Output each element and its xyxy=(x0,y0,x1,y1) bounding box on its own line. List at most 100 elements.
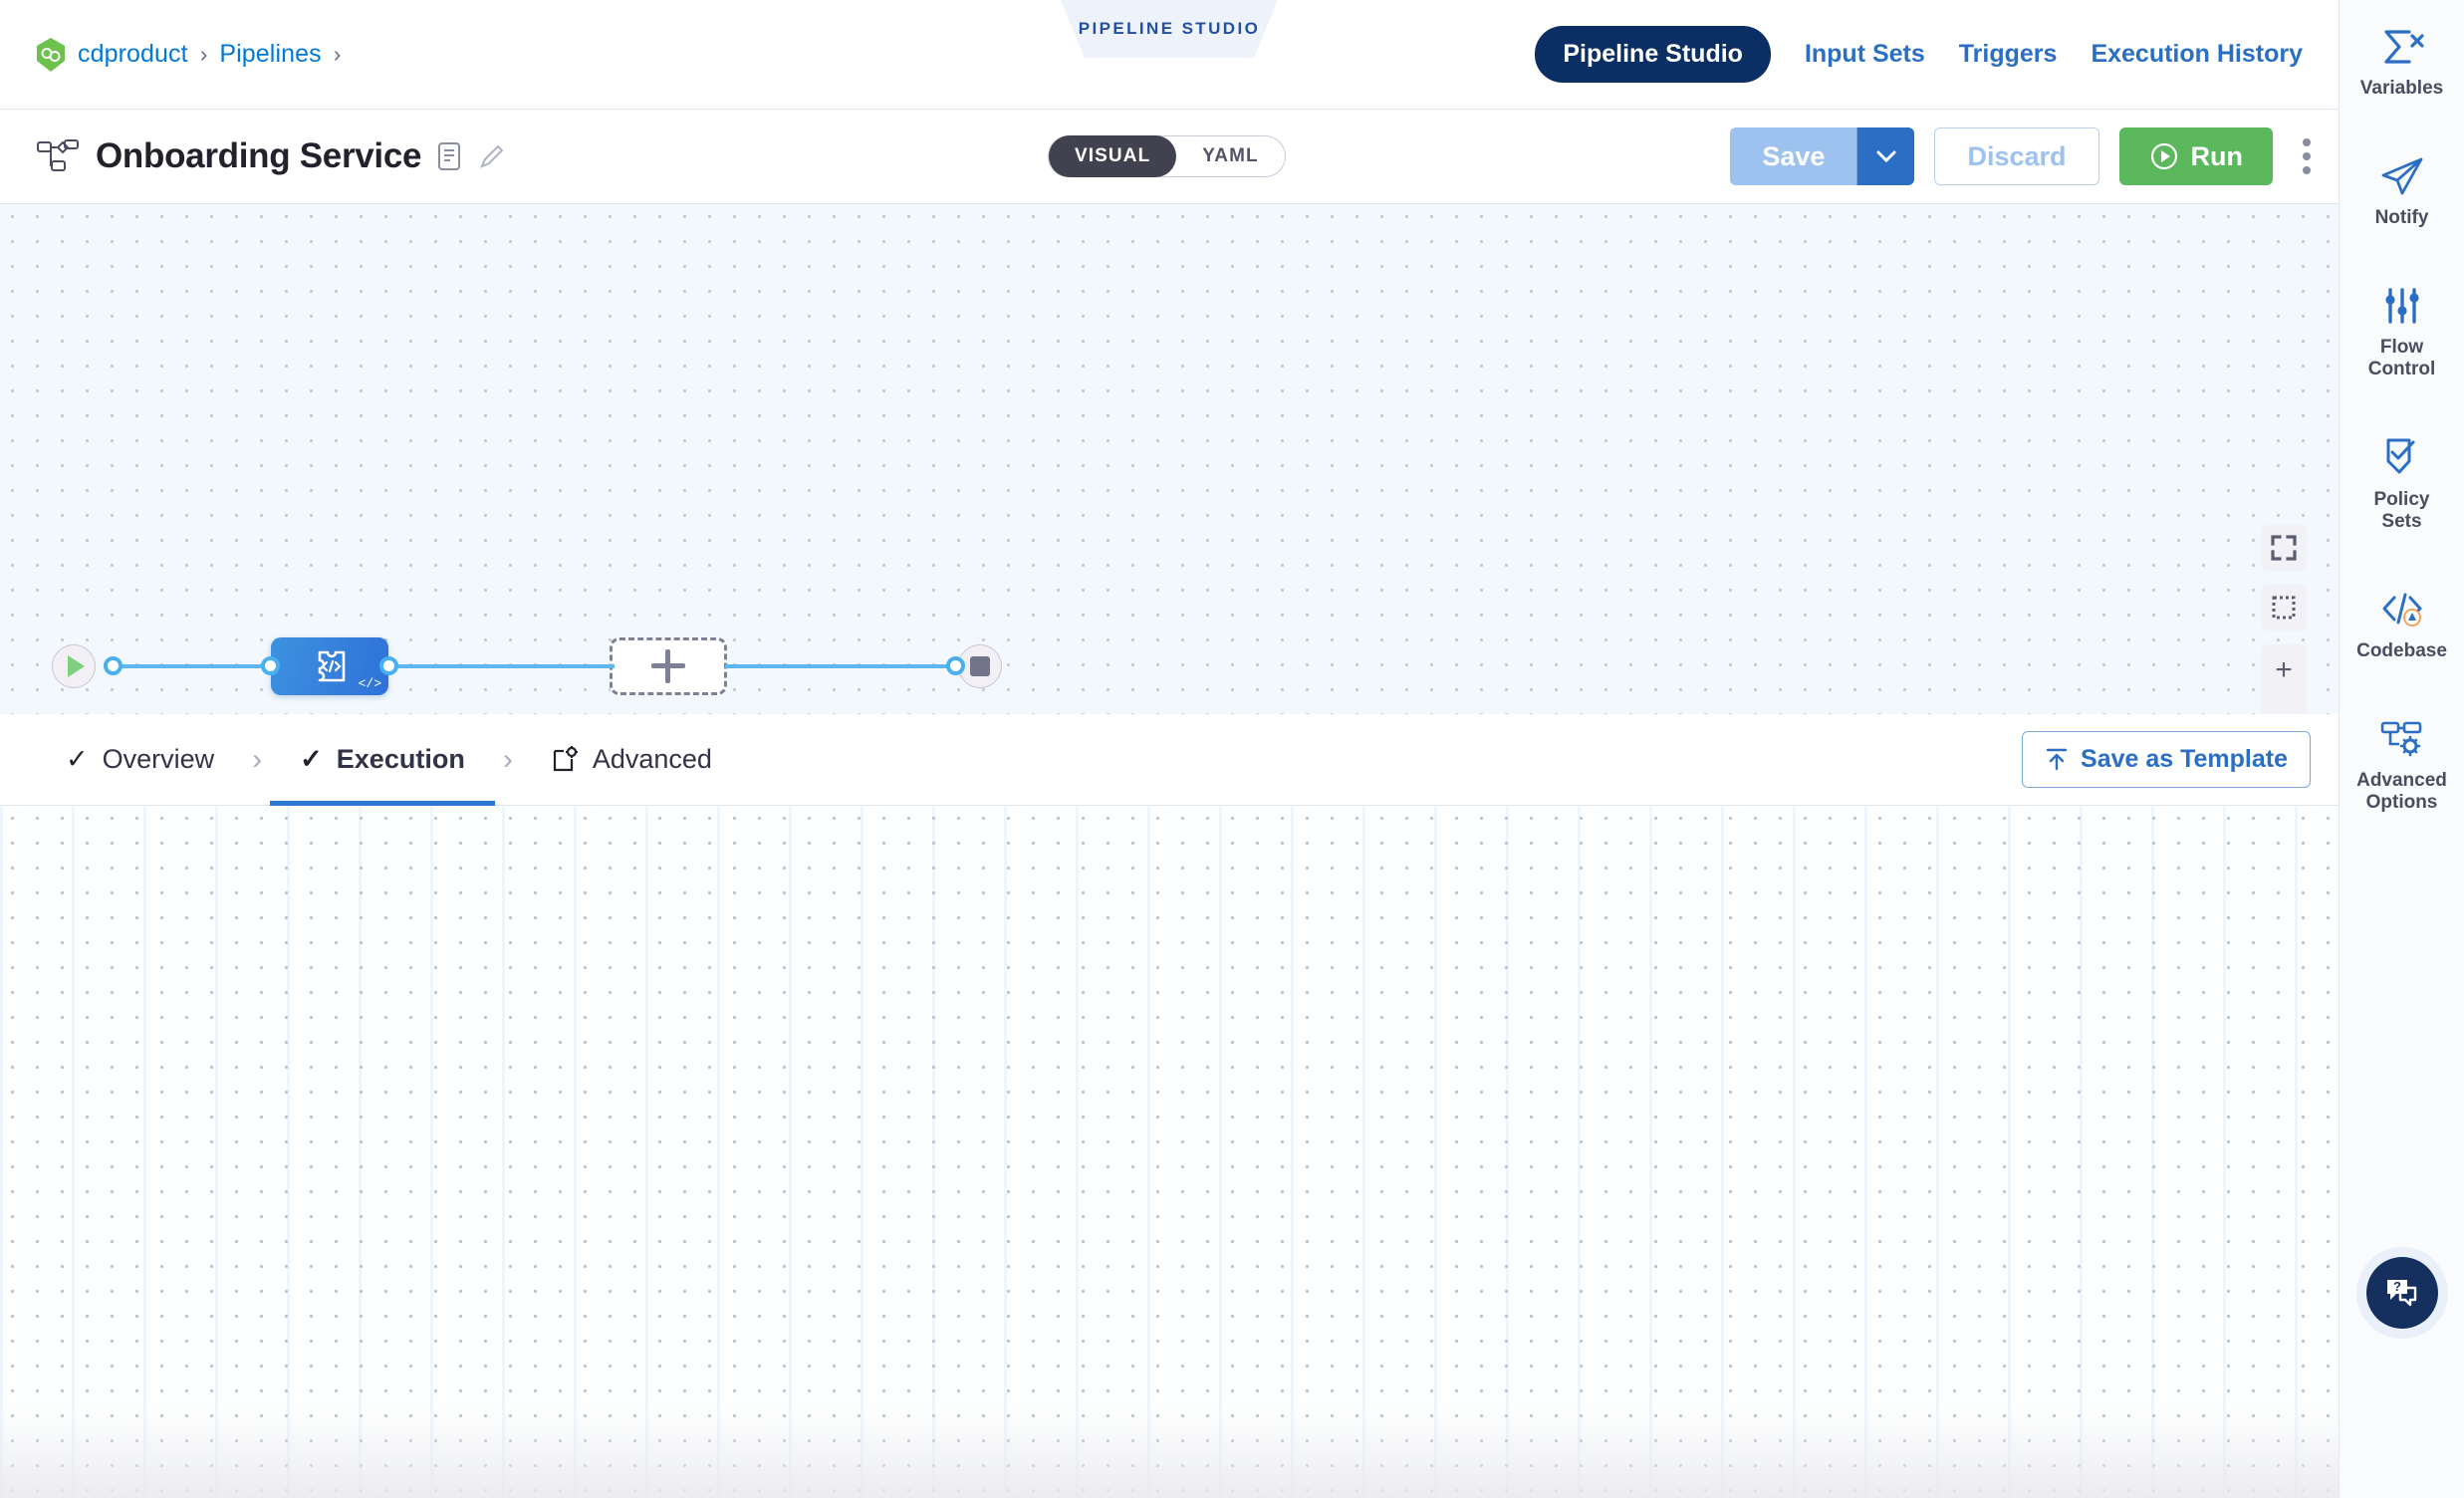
breadcrumb-item-cdproduct[interactable]: cdproduct xyxy=(78,40,188,68)
execution-check-icon: ✓ xyxy=(300,744,323,774)
rail-item-flow-control[interactable]: Flow Control xyxy=(2340,285,2464,380)
stage-canvas[interactable]: </> Create and Update Service Add Stage xyxy=(0,204,2339,714)
tab-overview-label: Overview xyxy=(102,744,215,774)
rail-label-flow-control: Flow Control xyxy=(2368,337,2436,380)
tab-advanced[interactable]: Advanced xyxy=(521,714,742,806)
sigma-x-icon xyxy=(2383,30,2424,64)
chevron-down-icon xyxy=(1876,150,1896,163)
toggle-option-visual[interactable]: VISUAL xyxy=(1049,135,1177,177)
selection-box-icon xyxy=(2272,596,2296,620)
stage-subtab-bar: ✓ Overview › ✓ Execution › Advanced xyxy=(0,714,2339,806)
subtab-separator-2: › xyxy=(502,742,513,776)
breadcrumb-separator: › xyxy=(199,41,208,67)
selection-box-button[interactable] xyxy=(2261,585,2307,630)
save-dropdown-button[interactable] xyxy=(1856,127,1915,185)
tab-advanced-label: Advanced xyxy=(592,744,712,774)
advanced-gear-icon xyxy=(553,745,578,771)
visual-yaml-toggle[interactable]: VISUAL YAML xyxy=(1048,135,1286,177)
svg-text:?: ? xyxy=(2393,1279,2401,1294)
save-button-group: Save xyxy=(1730,127,1915,185)
add-stage-button[interactable] xyxy=(610,637,727,695)
play-circle-icon xyxy=(2150,142,2177,170)
link-stage-to-addstage xyxy=(389,664,615,668)
save-as-template-button[interactable]: Save as Template xyxy=(2022,731,2311,788)
play-icon xyxy=(68,655,85,677)
pipeline-nodes-icon xyxy=(37,139,79,171)
rail-label-codebase: Codebase xyxy=(2356,640,2447,662)
pipeline-studio-banner-label: PIPELINE STUDIO xyxy=(1078,19,1261,38)
rail-item-policy-sets[interactable]: Policy Sets xyxy=(2340,435,2464,533)
rail-label-flow: Flow xyxy=(2379,336,2424,358)
stop-icon xyxy=(970,656,990,676)
run-button[interactable]: Run xyxy=(2118,127,2273,185)
tab-overview[interactable]: ✓ Overview xyxy=(36,714,244,806)
rail-label-notify: Notify xyxy=(2374,206,2429,228)
pencil-icon[interactable] xyxy=(477,141,505,171)
breadcrumb-separator-2: › xyxy=(333,41,342,67)
fit-screen-button[interactable] xyxy=(2261,525,2307,571)
pipeline-start-node[interactable] xyxy=(52,644,96,688)
nodes-gear-icon xyxy=(2380,721,2421,757)
rail-label-policy-sets: Policy Sets xyxy=(2374,489,2430,533)
code-warning-icon xyxy=(2382,593,2421,627)
tab-execution-label: Execution xyxy=(336,744,465,774)
help-chat-button[interactable]: ? xyxy=(2365,1257,2438,1329)
plus-icon xyxy=(651,649,685,683)
stage-zoom-controls: + − xyxy=(2261,644,2307,714)
top-navigation: Pipeline Studio Input Sets Triggers Exec… xyxy=(1535,26,2303,83)
rail-item-variables[interactable]: Variables xyxy=(2340,26,2464,100)
page-title: Onboarding Service xyxy=(96,136,422,175)
breadcrumb: cdproduct › Pipelines › xyxy=(0,37,342,72)
sliders-icon xyxy=(2384,287,2419,324)
description-icon[interactable] xyxy=(437,141,461,171)
rail-item-notify[interactable]: Notify xyxy=(2340,155,2464,229)
nav-tab-execution-history[interactable]: Execution History xyxy=(2091,40,2303,68)
tab-execution[interactable]: ✓ Execution xyxy=(270,714,495,806)
nav-tab-input-sets[interactable]: Input Sets xyxy=(1804,40,1925,68)
rail-label-policy: Policy xyxy=(2373,489,2430,511)
main-column: cdproduct › Pipelines › PIPELINE STUDIO … xyxy=(0,0,2339,1498)
custom-stage-code-icon xyxy=(318,650,346,682)
zoom-in-button[interactable]: + xyxy=(2275,652,2293,686)
link-start-to-stage xyxy=(114,664,265,668)
link-addstage-to-end xyxy=(725,664,956,668)
rail-label-options: Options xyxy=(2365,791,2438,813)
fit-screen-icon xyxy=(2271,535,2297,561)
rail-item-advanced-options[interactable]: Advanced Options xyxy=(2340,718,2464,814)
rail-label-sets: Sets xyxy=(2381,511,2422,533)
nav-tab-pipeline-studio[interactable]: Pipeline Studio xyxy=(1535,26,1771,83)
stage-node-create-and-update-service[interactable]: </> xyxy=(271,637,388,695)
zoom-out-button[interactable]: − xyxy=(2261,695,2307,715)
start-output-port[interactable] xyxy=(104,656,123,675)
pipeline-studio-banner: PIPELINE STUDIO xyxy=(1061,0,1278,58)
subtab-separator-1: › xyxy=(252,742,263,776)
toggle-option-yaml[interactable]: YAML xyxy=(1202,145,1259,166)
stage-canvas-controls: + − xyxy=(2261,525,2307,714)
paper-plane-icon xyxy=(2381,157,2422,195)
rail-item-codebase[interactable]: Codebase xyxy=(2340,589,2464,662)
breadcrumb-item-pipelines[interactable]: Pipelines xyxy=(219,40,322,68)
execution-step-canvas[interactable]: </> </> xyxy=(0,806,2339,1498)
title-actions: Save Discard Run xyxy=(1730,127,2313,185)
harness-logo-icon xyxy=(37,37,65,72)
stage-input-port[interactable] xyxy=(261,656,280,675)
run-button-label: Run xyxy=(2190,140,2243,171)
help-chat-icon: ? xyxy=(2386,1279,2416,1307)
discard-button[interactable]: Discard xyxy=(1934,127,2099,185)
shield-check-icon xyxy=(2386,438,2414,474)
stage-output-port[interactable] xyxy=(379,656,398,675)
rail-label-advanced-options: Advanced Options xyxy=(2356,770,2447,814)
right-rail: Variables Notify Flow Control xyxy=(2339,0,2464,1498)
stage-yaml-badge: </> xyxy=(358,676,381,691)
pipeline-title-bar: Onboarding Service VISUAL YAML Save xyxy=(0,110,2339,204)
top-breadcrumb-bar: cdproduct › Pipelines › PIPELINE STUDIO … xyxy=(0,0,2339,110)
end-input-port[interactable] xyxy=(946,656,965,675)
overview-check-icon: ✓ xyxy=(66,744,89,774)
title-left-group: Onboarding Service xyxy=(36,136,505,176)
pipeline-end-node[interactable] xyxy=(958,644,1002,688)
kebab-menu-icon[interactable] xyxy=(2293,138,2313,174)
rail-label-variables: Variables xyxy=(2359,78,2444,99)
save-button[interactable]: Save xyxy=(1730,127,1857,185)
nav-tab-triggers[interactable]: Triggers xyxy=(1958,40,2058,68)
